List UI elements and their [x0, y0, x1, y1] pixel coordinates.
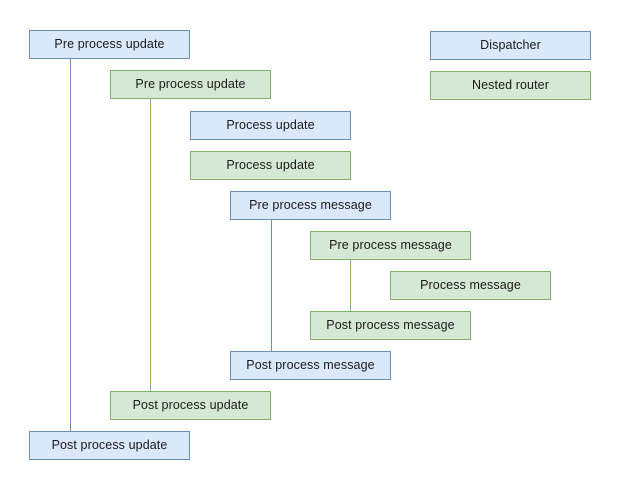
node-n8-post-process-message[interactable]: Post process message — [310, 311, 471, 340]
connector-n2-to-n10 — [150, 99, 151, 391]
node-n7-process-message[interactable]: Process message — [390, 271, 551, 300]
node-n10-post-process-update[interactable]: Post process update — [110, 391, 271, 420]
node-n2-pre-process-update[interactable]: Pre process update — [110, 70, 271, 99]
node-n5-pre-process-message[interactable]: Pre process message — [230, 191, 391, 220]
node-n6-pre-process-message[interactable]: Pre process message — [310, 231, 471, 260]
node-n11-post-process-update[interactable]: Post process update — [29, 431, 190, 460]
node-n4-process-update[interactable]: Process update — [190, 151, 351, 180]
legend-item-dispatcher: Dispatcher — [430, 31, 591, 60]
connector-n1-to-n11 — [70, 59, 71, 431]
node-n9-post-process-message[interactable]: Post process message — [230, 351, 391, 380]
connector-n5-to-n9 — [271, 220, 272, 351]
connector-n6-to-n8 — [350, 260, 351, 311]
legend-item-nested-router: Nested router — [430, 71, 591, 100]
node-n1-pre-process-update[interactable]: Pre process update — [29, 30, 190, 59]
node-n3-process-update[interactable]: Process update — [190, 111, 351, 140]
